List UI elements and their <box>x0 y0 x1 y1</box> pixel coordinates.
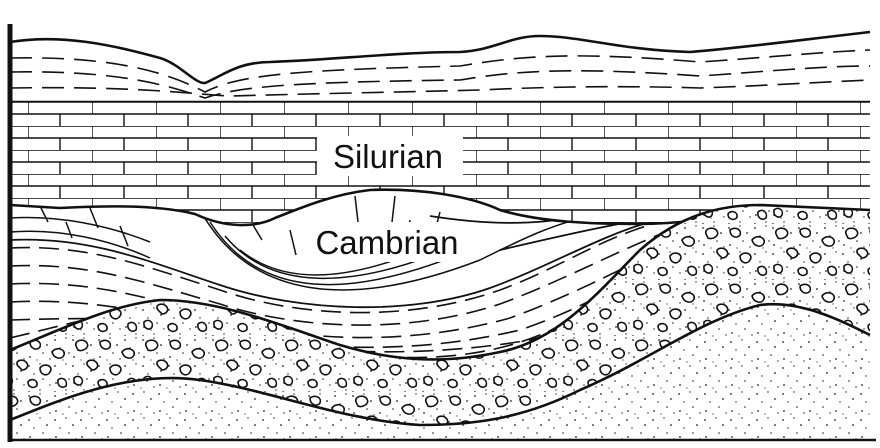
upper-shale-layer <box>0 0 880 110</box>
silurian-label: Silurian <box>333 138 443 175</box>
cambrian-label: Cambrian <box>315 224 458 261</box>
